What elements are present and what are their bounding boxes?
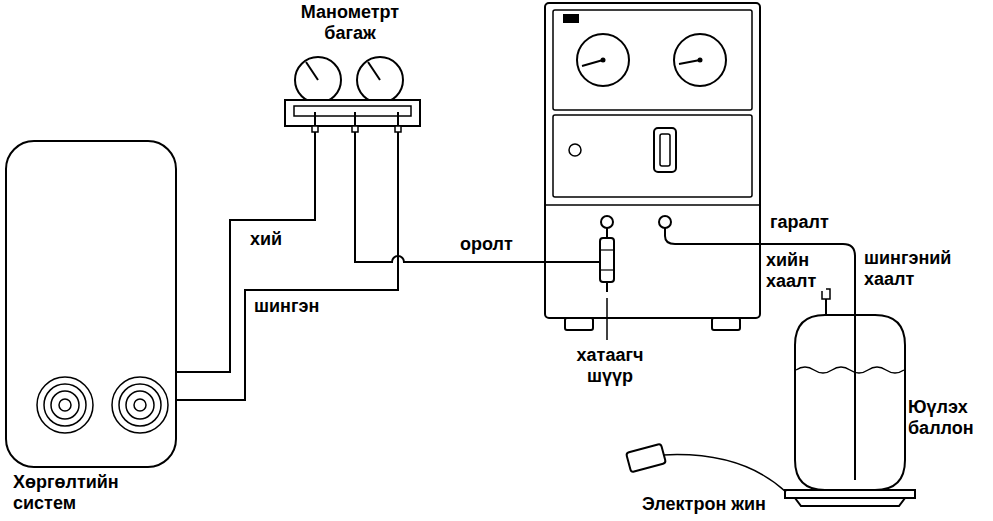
recovery-cylinder-outline [790, 285, 910, 495]
gauge-needle [368, 62, 380, 80]
machine-foot [565, 318, 593, 330]
filter-band [600, 249, 614, 250]
burner-ring [44, 384, 86, 426]
filter-drier [600, 228, 614, 292]
node-label: Манометрт багаж [285, 0, 415, 43]
filter-band [600, 269, 614, 270]
part-label: гаралт [768, 212, 831, 233]
gauge-needle [306, 62, 318, 80]
filter-pipe [606, 228, 608, 238]
port-fitting [312, 126, 318, 132]
machine-foot [712, 318, 740, 330]
power-switch [563, 14, 579, 23]
gauge-needle [679, 60, 700, 64]
node-label: Хөргөлтийн систем [5, 472, 153, 513]
machine-top-panel [553, 10, 752, 110]
gauge-needle [582, 60, 603, 66]
part-label: шингэний хаалт [862, 248, 970, 289]
system-cabinet [6, 141, 176, 467]
outlet-hose [665, 228, 855, 290]
port-fitting [352, 126, 358, 132]
burner-ring [112, 377, 168, 433]
port-fitting [395, 126, 401, 132]
gauge-manifold: Манометрт багаж [270, 0, 430, 136]
part-label: Электрон жин [640, 494, 768, 515]
outlet-port [659, 216, 671, 228]
part-label: оролт [458, 234, 515, 255]
burner-ring [51, 391, 79, 419]
machine-gauge [674, 34, 726, 86]
scale-cord [663, 455, 786, 492]
scale-platform [785, 490, 915, 498]
burner-ring [134, 399, 146, 411]
manifold-body [285, 100, 420, 126]
node-label: Юүлэх баллон [908, 397, 984, 438]
cylinder-body [795, 315, 905, 490]
leader-line [606, 298, 608, 340]
indicator-lamp [569, 144, 581, 156]
filter-nozzle [606, 282, 608, 292]
scale-base [795, 498, 905, 506]
part-label: хийн хаалт [764, 250, 826, 291]
machine-body [545, 3, 760, 318]
liquid-valve-tube [854, 290, 856, 480]
inlet-hose [355, 136, 600, 262]
burner-ring [126, 391, 154, 419]
part-label: хатаагч шүүр [562, 345, 658, 386]
panel-divider [545, 204, 760, 206]
pressure-gauge [357, 57, 403, 103]
recovery-machine [545, 3, 760, 330]
control-knob [654, 128, 676, 172]
burner-ring [119, 384, 161, 426]
burner-ring [37, 377, 93, 433]
scale-controller [626, 444, 666, 473]
filter-body [600, 238, 614, 282]
control-knob-slot [660, 134, 670, 166]
machine-mid-panel [553, 115, 752, 197]
liquid-level [796, 367, 904, 373]
recovery-cylinder: Юүлэх баллон [790, 285, 986, 507]
refrigeration-system-outline [5, 140, 177, 468]
gauge-pivot [601, 58, 606, 63]
hose-label: шингэн [252, 296, 321, 317]
inlet-port [601, 216, 613, 228]
hose-connector [177, 136, 398, 400]
pressure-gauge [295, 57, 341, 103]
gauge-pivot [698, 58, 703, 63]
burner-ring [59, 399, 71, 411]
manifold-channel [294, 106, 411, 116]
machine-gauge [577, 34, 629, 86]
refrigeration-system: Хөргөлтийн систем [5, 140, 177, 515]
hose-label: хий [248, 229, 284, 250]
